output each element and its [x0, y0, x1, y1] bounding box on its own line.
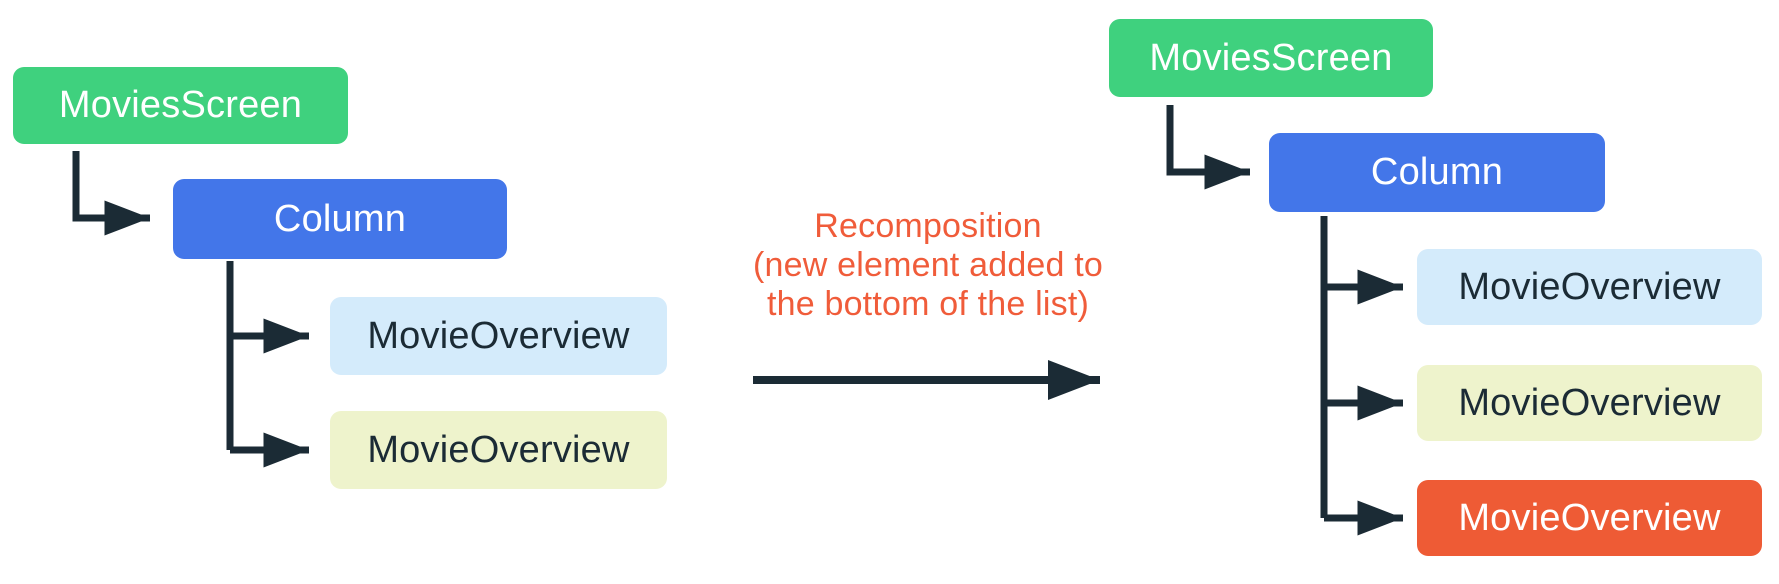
node-label: MovieOverview: [1458, 381, 1721, 424]
node-label: Column: [273, 197, 407, 240]
annotation-line-2: (new element added to: [752, 246, 1104, 284]
right-tree-movieoverview-3-new: MovieOverview: [1417, 480, 1762, 556]
left-root-to-column-elbow-arrow: [72, 151, 150, 236]
annotation-line-3: the bottom of the list): [766, 285, 1090, 323]
right-root-to-column-elbow-arrow: [1166, 105, 1250, 190]
right-tree-movieoverview-2: MovieOverview: [1417, 365, 1762, 441]
left-tree-column: Column: [173, 179, 507, 259]
node-label: MoviesScreen: [58, 84, 303, 126]
left-tree-movieoverview-2: MovieOverview: [330, 411, 667, 489]
node-label: MovieOverview: [1458, 265, 1721, 308]
node-label: MovieOverview: [367, 428, 630, 471]
recomposition-annotation: Recomposition (new element added to the …: [668, 207, 1188, 324]
right-tree-movieoverview-1: MovieOverview: [1417, 249, 1762, 325]
node-label: Column: [1370, 151, 1504, 193]
right-tree-column: Column: [1269, 133, 1605, 212]
annotation-line-1: Recomposition: [814, 207, 1042, 245]
node-label: MovieOverview: [1458, 496, 1721, 539]
left-tree-root-moviesscreen: MoviesScreen: [13, 67, 348, 144]
left-tree-movieoverview-1: MovieOverview: [330, 297, 667, 375]
node-label: MovieOverview: [367, 314, 630, 357]
right-tree-root-moviesscreen: MoviesScreen: [1109, 19, 1433, 97]
node-label: MoviesScreen: [1149, 36, 1393, 79]
